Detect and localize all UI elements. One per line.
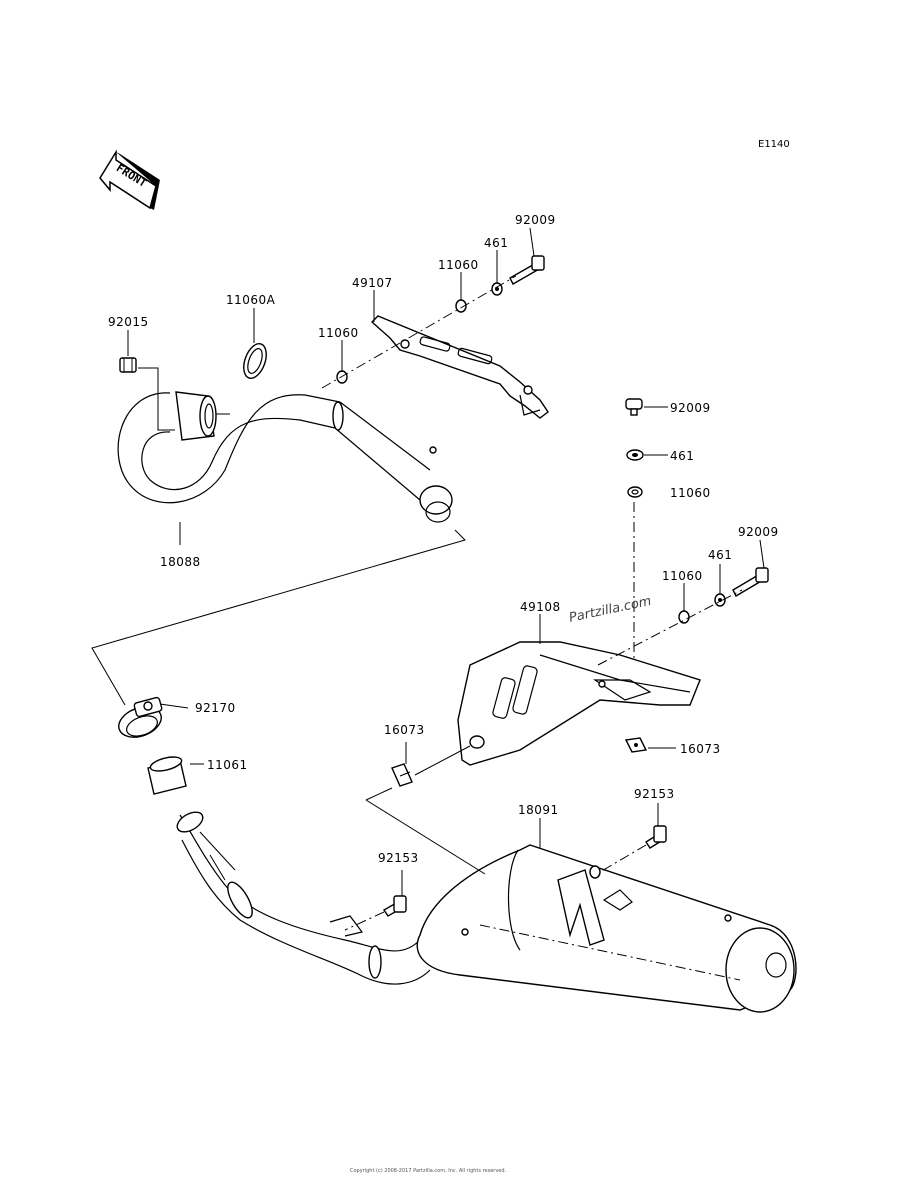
clip-16073-left <box>391 763 413 787</box>
clip-16073-right <box>624 737 648 753</box>
label-461-top: 461 <box>484 236 508 250</box>
label-92009-top: 92009 <box>515 213 556 227</box>
label-92153-right: 92153 <box>634 787 675 801</box>
clamp-92170 <box>118 696 189 738</box>
label-92170: 92170 <box>195 701 236 715</box>
gasket-ring-11060A <box>243 343 267 379</box>
label-92009-mid: 92009 <box>670 401 711 415</box>
label-461-right: 461 <box>708 548 732 562</box>
pipe-collar <box>175 391 230 441</box>
sleeve-11061 <box>147 756 204 795</box>
label-11060-left: 11060 <box>318 326 359 340</box>
washer-461-mid <box>626 449 644 461</box>
label-461-mid: 461 <box>670 449 694 463</box>
label-18088: 18088 <box>160 555 201 569</box>
label-18091: 18091 <box>518 803 559 817</box>
diagram-code: E1140 <box>758 139 790 150</box>
header-pipe-18088 <box>117 392 453 523</box>
front-arrow-icon: FRONT <box>99 149 160 210</box>
watermark: Partzilla.com <box>568 594 653 626</box>
bolt-92009-right <box>732 567 769 597</box>
bolt-92153-left <box>383 895 407 917</box>
washer-11060-mid <box>627 486 643 498</box>
label-11060-mid: 11060 <box>670 486 711 500</box>
label-11060-right: 11060 <box>662 569 703 583</box>
label-92009-right: 92009 <box>738 525 779 539</box>
bolt-92153-right <box>645 825 667 849</box>
label-49108: 49108 <box>520 600 561 614</box>
heat-shield-49107 <box>370 315 549 419</box>
washer-11060-right <box>678 610 690 624</box>
label-11060-top: 11060 <box>438 258 479 272</box>
label-11061: 11061 <box>207 758 248 772</box>
label-92153-left: 92153 <box>378 851 419 865</box>
label-11060A: 11060A <box>226 293 276 307</box>
label-16073-right: 16073 <box>680 742 721 756</box>
label-92015: 92015 <box>108 315 149 329</box>
muffler-18091 <box>176 811 797 1013</box>
label-49107: 49107 <box>352 276 393 290</box>
bolt-92009-mid <box>625 398 643 416</box>
heat-shield-49108 <box>457 641 701 766</box>
nut-92015 <box>119 357 137 373</box>
bolt-92009-top <box>509 255 545 285</box>
label-16073-left: 16073 <box>384 723 425 737</box>
copyright-footer: Copyright (c) 2008-2017 Partzilla.com, I… <box>350 1168 507 1174</box>
